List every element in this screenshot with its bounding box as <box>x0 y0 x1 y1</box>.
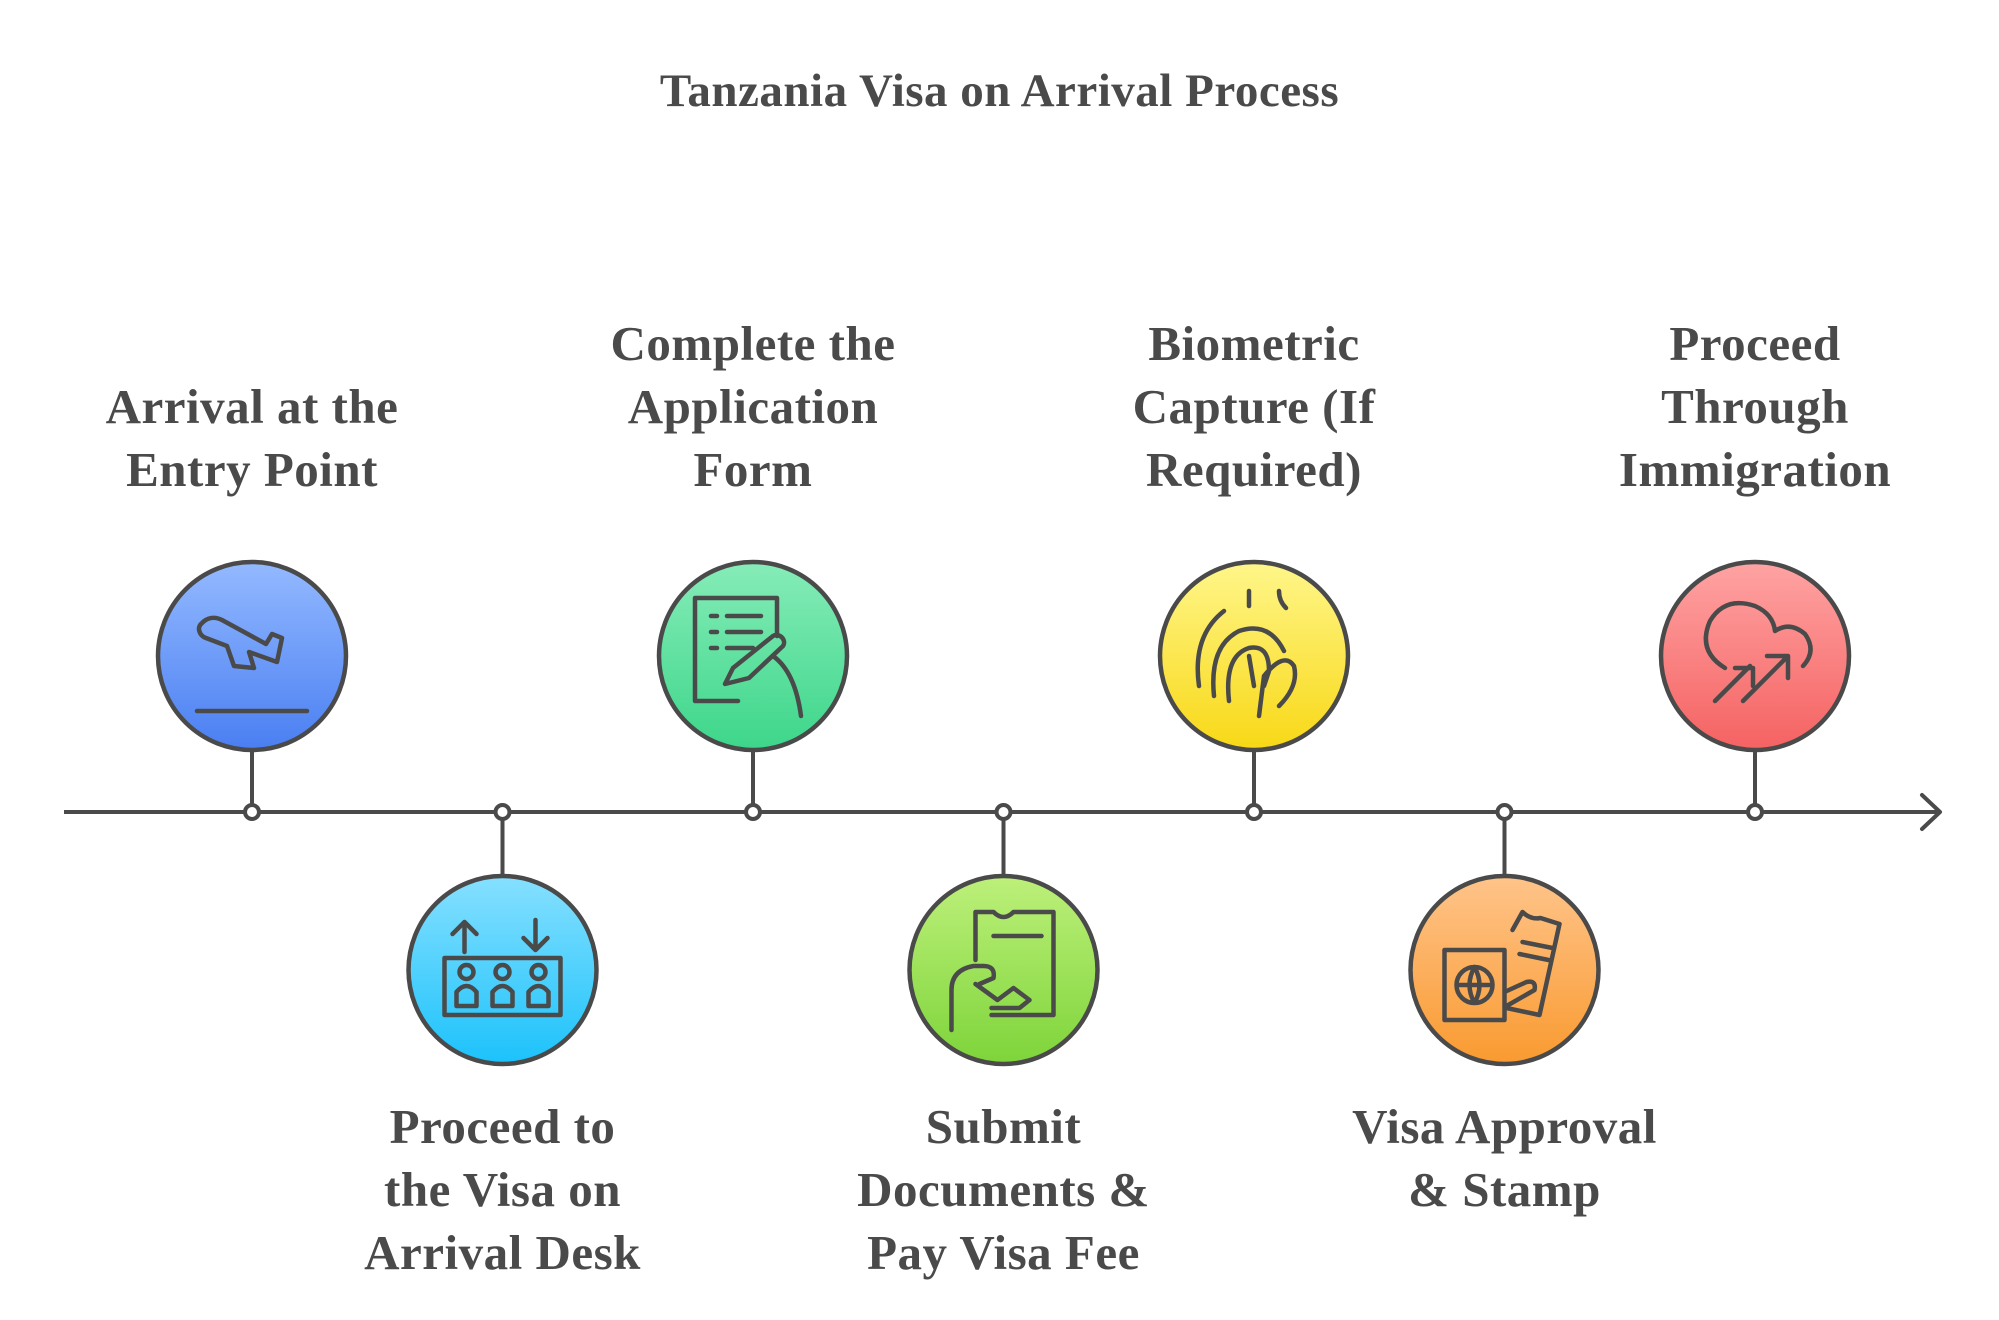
step-label-line: Immigration <box>1618 442 1892 497</box>
step-label-line: Through <box>1661 379 1849 434</box>
step-label: Visa Approval & Stamp <box>1285 1095 1725 1221</box>
step-label-line: Required) <box>1146 442 1362 497</box>
step-label-line: Application <box>627 379 879 434</box>
timeline-arrowhead-icon <box>1920 793 1942 831</box>
step-1 <box>155 559 349 821</box>
step-label-line: Biometric <box>1148 316 1360 371</box>
step-label-line: Documents & <box>857 1162 1150 1217</box>
airplane-takeoff-icon <box>194 615 310 714</box>
timeline-node <box>1495 803 1514 821</box>
step-circle <box>907 873 1100 1067</box>
timeline-node <box>994 803 1013 821</box>
step-label-line: Submit <box>925 1099 1082 1154</box>
step-label-line: Proceed to <box>389 1099 616 1154</box>
document-payment-icon <box>949 909 1056 1033</box>
step-3 <box>656 559 850 821</box>
timeline-node <box>493 803 512 821</box>
step-label: Proceed to the Visa on Arrival Desk <box>283 1095 723 1284</box>
step-label-line: Arrival Desk <box>364 1225 641 1280</box>
step-label-line: Form <box>693 442 813 497</box>
step-circle <box>1658 559 1852 753</box>
passport-stamp-icon <box>1442 909 1562 1023</box>
step-7 <box>1658 559 1852 821</box>
step-label-line: Complete the <box>610 316 896 371</box>
step-label-line: Visa Approval <box>1352 1099 1657 1154</box>
step-label-line: Pay Visa Fee <box>867 1225 1140 1280</box>
step-2 <box>406 803 599 1067</box>
step-circle <box>406 873 599 1067</box>
timeline-node <box>1746 803 1764 821</box>
step-label-line: the Visa on <box>384 1162 621 1217</box>
step-4 <box>907 803 1100 1067</box>
fingerprint-icon <box>1195 588 1298 719</box>
cloud-arrows-icon <box>1703 600 1813 704</box>
step-label-line: Entry Point <box>126 442 378 497</box>
timeline-node <box>1245 803 1263 821</box>
queue-people-icon <box>442 917 563 1018</box>
step-label-line: Arrival at the <box>105 379 399 434</box>
step-label-line: Proceed <box>1669 316 1841 371</box>
form-writing-icon <box>692 595 804 719</box>
step-label-line: & Stamp <box>1408 1162 1601 1217</box>
step-circle <box>656 559 850 753</box>
step-label-line: Capture (If <box>1132 379 1376 434</box>
step-6 <box>1408 803 1601 1067</box>
step-circle <box>1157 559 1351 753</box>
timeline-node <box>243 803 261 821</box>
step-5 <box>1157 559 1351 821</box>
timeline-node <box>744 803 762 821</box>
diagram-title: Tanzania Visa on Arrival Process <box>659 65 1340 117</box>
